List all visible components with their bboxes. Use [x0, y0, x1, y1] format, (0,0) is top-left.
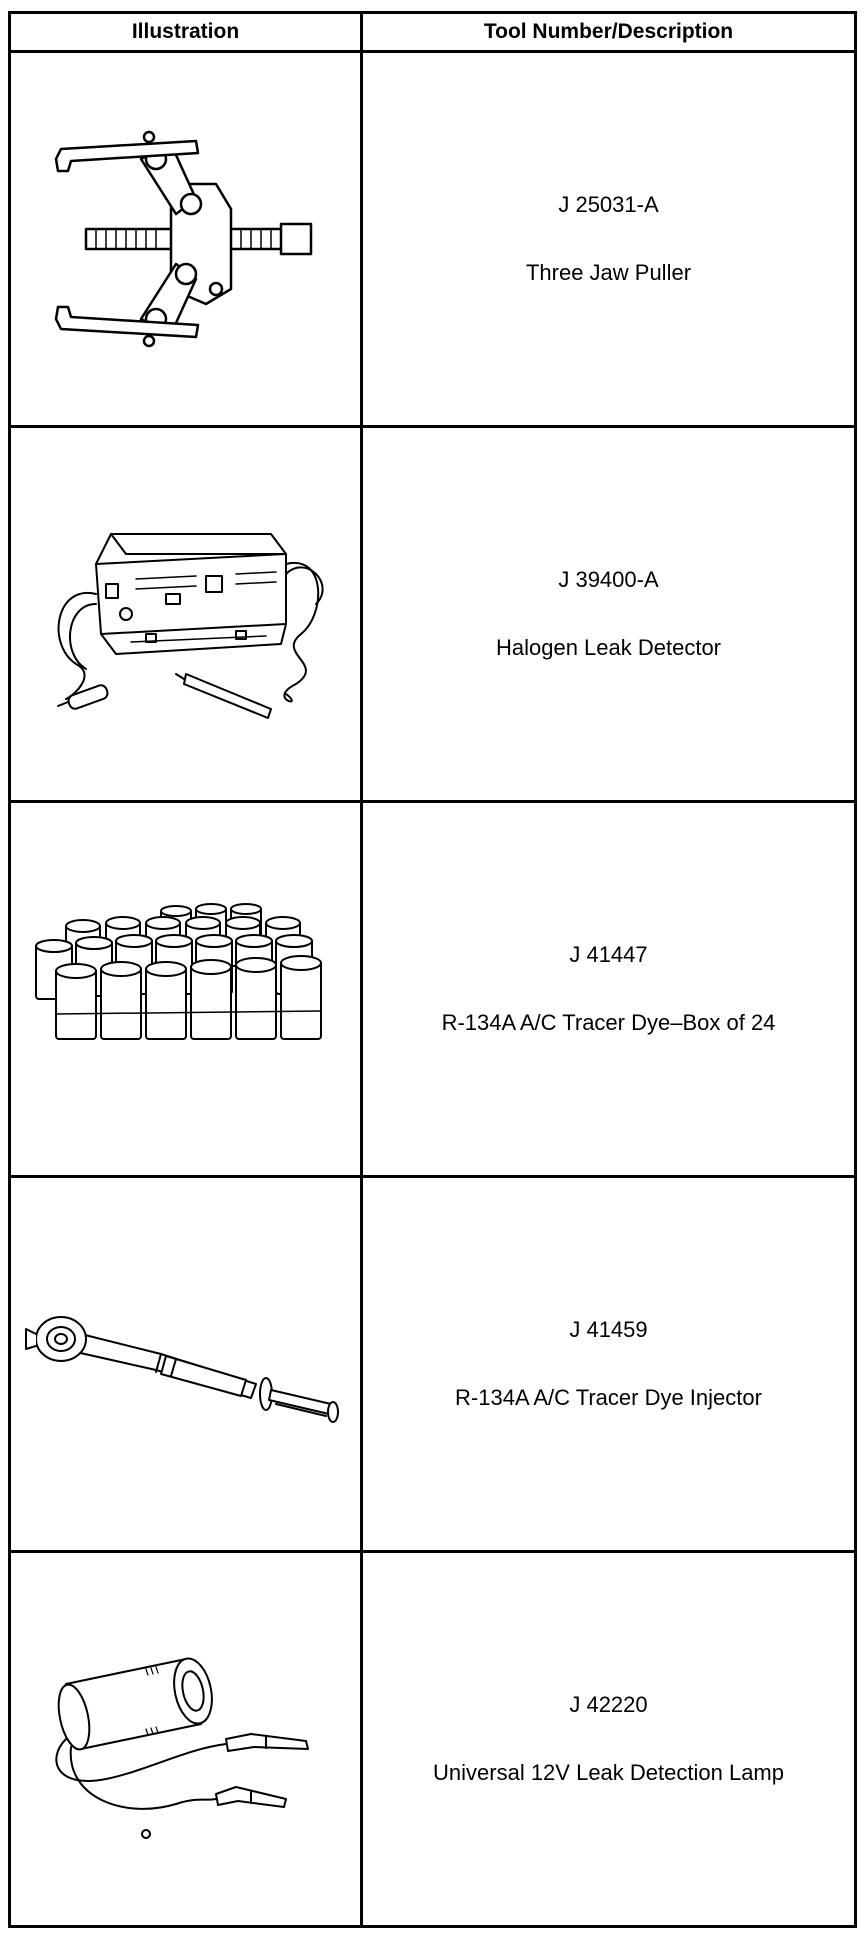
- description-cell: J 39400-A Halogen Leak Detector: [360, 425, 857, 803]
- tracer-dye-box-icon: [34, 903, 322, 1040]
- tool-description: Halogen Leak Detector: [495, 635, 722, 660]
- description-cell: J 25031-A Three Jaw Puller: [360, 50, 857, 428]
- table-header-row: Illustration Tool Number/Description: [8, 11, 857, 53]
- table-row: J 42220 Universal 12V Leak Detection Lam…: [8, 1550, 857, 1928]
- halogen-leak-detector-icon: [56, 533, 323, 719]
- column-header-tool-number-description: Tool Number/Description: [360, 11, 857, 53]
- tool-number: J 25031-A: [558, 191, 659, 217]
- column-header-illustration: Illustration: [8, 11, 363, 53]
- illustration-cell: [8, 1550, 363, 1928]
- tool-description: R-134A A/C Tracer Dye–Box of 24: [441, 1010, 776, 1035]
- tool-number: J 39400-A: [558, 566, 659, 592]
- three-jaw-puller-icon: [54, 130, 312, 348]
- tool-description: Three Jaw Puller: [525, 260, 692, 285]
- dye-injector-icon: [24, 1316, 339, 1423]
- tool-number: J 42220: [569, 1691, 648, 1717]
- illustration-cell: [8, 1175, 363, 1553]
- table-row: J 39400-A Halogen Leak Detector: [8, 425, 857, 803]
- leak-detection-lamp-icon: [55, 1657, 309, 1839]
- special-tools-table: Illustration Tool Number/Description: [8, 11, 857, 1928]
- table-row: J 41447 R-134A A/C Tracer Dye–Box of 24: [8, 800, 857, 1178]
- tool-description: R-134A A/C Tracer Dye Injector: [455, 1385, 762, 1410]
- tool-number: J 41447: [569, 941, 648, 967]
- illustration-cell: [8, 425, 363, 803]
- tool-description: Universal 12V Leak Detection Lamp: [433, 1760, 784, 1785]
- description-cell: J 42220 Universal 12V Leak Detection Lam…: [360, 1550, 857, 1928]
- illustration-cell: [8, 800, 363, 1178]
- description-cell: J 41459 R-134A A/C Tracer Dye Injector: [360, 1175, 857, 1553]
- table-row: J 41459 R-134A A/C Tracer Dye Injector: [8, 1175, 857, 1553]
- illustration-cell: [8, 50, 363, 428]
- description-cell: J 41447 R-134A A/C Tracer Dye–Box of 24: [360, 800, 857, 1178]
- tool-number: J 41459: [569, 1316, 648, 1342]
- table-row: J 25031-A Three Jaw Puller: [8, 50, 857, 428]
